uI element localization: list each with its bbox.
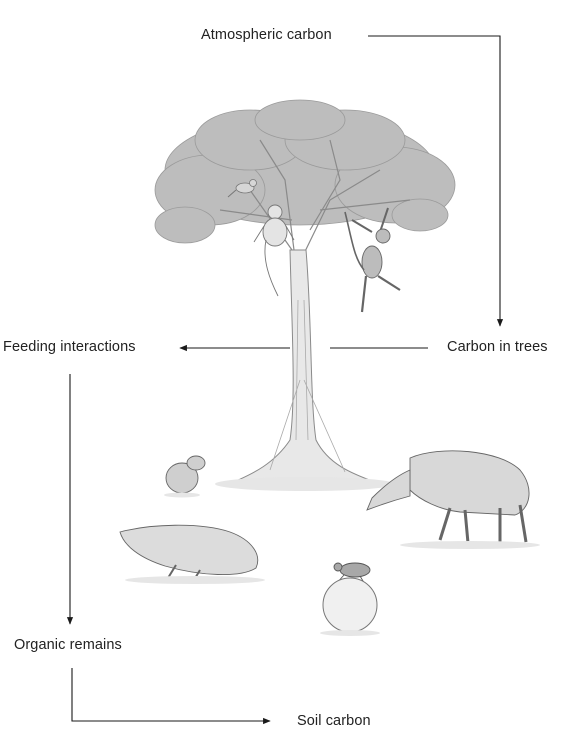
- label-carbon-in-trees: Carbon in trees: [447, 339, 548, 355]
- rodent-icon: [164, 455, 206, 498]
- dead-animal-icon: [119, 524, 265, 584]
- tapir-icon: [366, 450, 540, 549]
- label-atmospheric-carbon: Atmospheric carbon: [201, 27, 332, 43]
- label-soil-carbon: Soil carbon: [297, 713, 371, 729]
- label-feeding-interactions: Feeding interactions: [3, 339, 136, 355]
- spider-monkey-icon: [344, 207, 401, 313]
- arrow-organic-to-soil: [71, 668, 271, 725]
- dung-ball-icon: [320, 577, 380, 636]
- arrow-atmospheric-to-trees: [368, 35, 504, 327]
- tree-icon: [154, 99, 456, 491]
- label-organic-remains: Organic remains: [14, 637, 122, 653]
- arrows: [66, 35, 504, 725]
- monkey-icon: [253, 204, 295, 297]
- bird-icon: [227, 179, 257, 198]
